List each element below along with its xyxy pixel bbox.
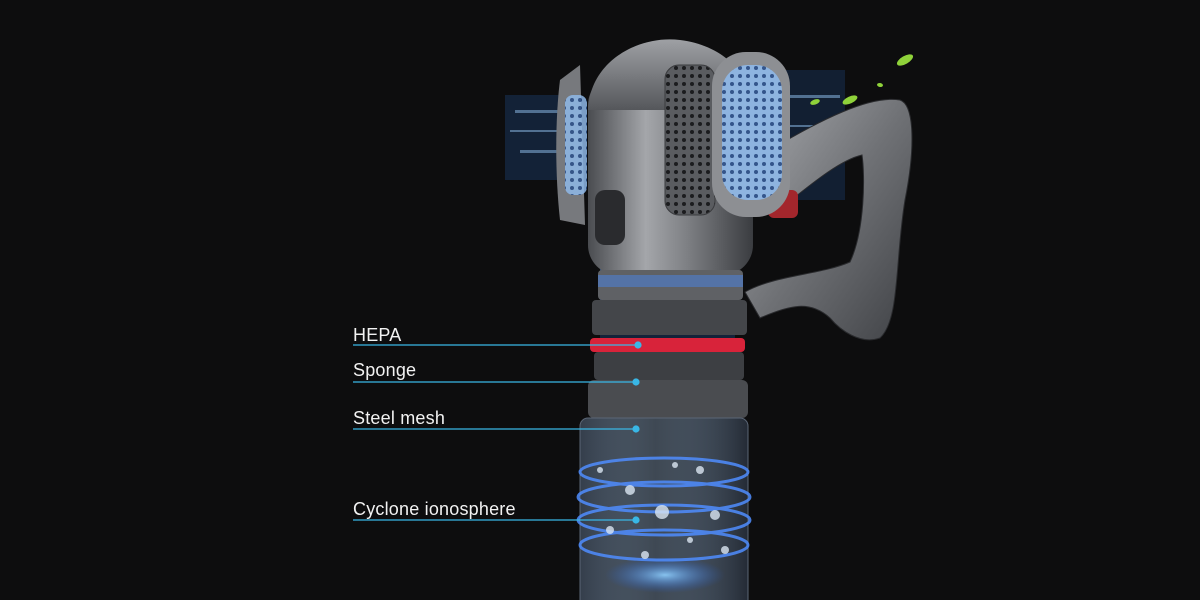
callout-lines: [353, 341, 642, 524]
motor-head: [556, 39, 790, 275]
filter-collar: [588, 270, 748, 418]
callout-label-steel-mesh: Steel mesh: [353, 408, 446, 428]
callout-label-cyclone-ionosphere: Cyclone ionosphere: [353, 499, 516, 519]
callout-label-sponge: Sponge: [353, 360, 417, 380]
dust-bin: [576, 417, 752, 600]
callout-label-hepa: HEPA: [353, 325, 402, 345]
hepa-ring: [590, 338, 745, 352]
